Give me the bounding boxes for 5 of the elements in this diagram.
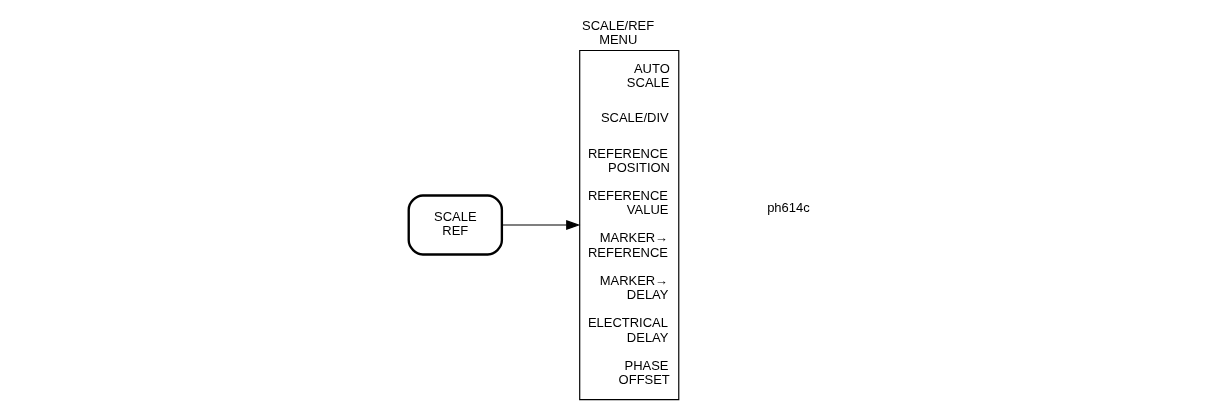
- node-label: SCALE/REF MENU: [582, 18, 655, 48]
- label: ph614c: [767, 199, 810, 215]
- node-box: SCALE REF: [407, 194, 504, 256]
- node-box: AUTO SCALE SCALE/DIV REFERENCE POSITION REFERENCE VALUE MARKER→ REFERENCE MARKER→ DELAY ELECTRICAL DELAY PHASE OFFSET: [579, 49, 680, 401]
- arrow: [501, 220, 581, 230]
